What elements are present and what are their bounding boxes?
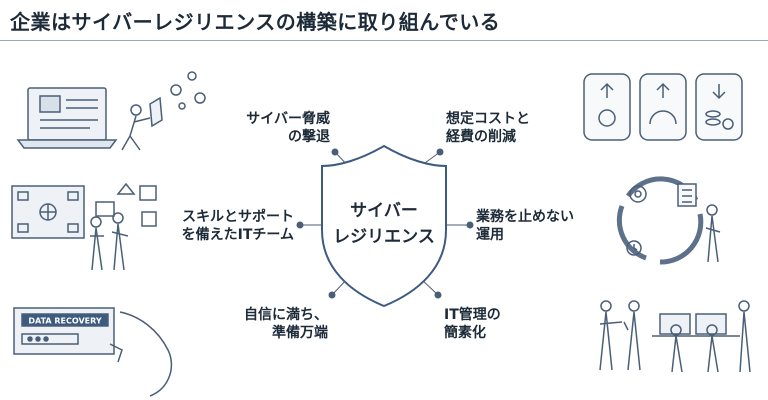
shield-title-line2: レジリエンス [333, 227, 435, 247]
connector-dot [466, 221, 474, 229]
item-it-team: スキルとサポート を備えたITチーム [156, 208, 294, 244]
connector-dot [296, 221, 304, 229]
item-line: 運用 [476, 227, 504, 243]
item-cyber-threat: サイバー脅威 の撃退 [226, 110, 330, 146]
item-line: を備えたITチーム [181, 227, 294, 243]
connector-dot [436, 148, 444, 156]
continuous-operation-illustration [616, 176, 721, 265]
title-divider [0, 40, 768, 41]
item-line: スキルとサポート [182, 209, 294, 225]
connector-dot [434, 291, 442, 299]
shield-title: サイバー レジリエンス [328, 198, 440, 250]
item-line: サイバー脅威 [246, 111, 330, 127]
item-line: の撃退 [288, 129, 330, 145]
shield-icon [321, 144, 447, 308]
cost-tiles-illustration [583, 73, 743, 141]
item-line: 業務を止めない [476, 209, 574, 225]
shield-title-line1: サイバー [350, 201, 418, 221]
item-line: 簡素化 [444, 325, 486, 341]
item-continuous-operation: 業務を止めない 運用 [476, 208, 574, 244]
item-cost-reduction: 想定コストと 経費の削減 [446, 110, 530, 146]
it-team-meeting-illustration [599, 300, 751, 373]
network-team-illustration [11, 182, 157, 271]
item-confidence: 自信に満ち、 準備万端 [232, 306, 328, 342]
data-recovery-label: DATA RECOVERY [28, 317, 101, 326]
item-line: 経費の削減 [446, 129, 516, 145]
laptop-defense-illustration [16, 71, 206, 151]
connector-dot [331, 148, 339, 156]
data-recovery-illustration [13, 307, 173, 397]
item-line: 準備万端 [272, 325, 328, 341]
page-title: 企業はサイバーレジリエンスの構築に取り組んでいる [10, 10, 501, 34]
item-line: 自信に満ち、 [244, 307, 328, 323]
connector-dot [328, 291, 336, 299]
item-it-simplification: IT管理の 簡素化 [444, 306, 501, 342]
item-line: 想定コストと [446, 111, 530, 127]
item-line: IT管理の [444, 307, 501, 323]
connectors [296, 148, 474, 299]
